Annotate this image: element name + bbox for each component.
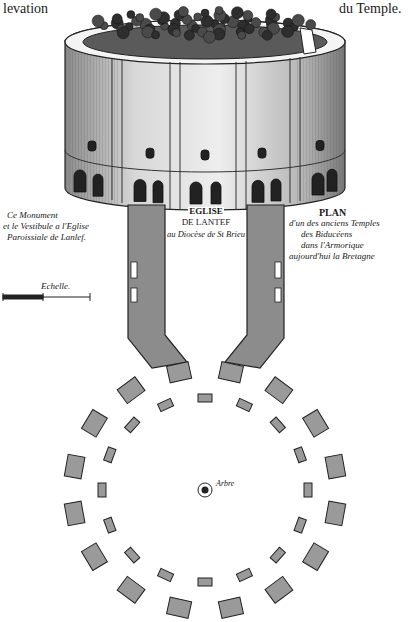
caption-line: au Diocèse de St Brieu <box>166 230 246 239</box>
caption-line: Paroissiale de Lanlef. <box>6 233 87 243</box>
caption-line: des Biducéens <box>300 230 353 240</box>
caption-line: dans l'Armorique <box>300 241 365 251</box>
caption-line: et le Vestibule a l'Eglise <box>2 222 90 232</box>
caption-line: DE LANTEF <box>181 218 232 228</box>
caption-line: d'un des anciens Temples <box>288 219 381 229</box>
title-fragment: levation <box>2 1 49 16</box>
title-fragment: du Temple. <box>338 1 403 16</box>
caption-line: Ce Monument <box>6 211 59 221</box>
tree-label: Arbre <box>215 480 235 489</box>
caption-line: PLAN <box>318 207 347 218</box>
caption-line: aujourd'hui la Bretagne <box>288 252 376 262</box>
caption-line: Echelle. <box>40 282 71 292</box>
caption-line: EGLISE <box>188 207 224 217</box>
